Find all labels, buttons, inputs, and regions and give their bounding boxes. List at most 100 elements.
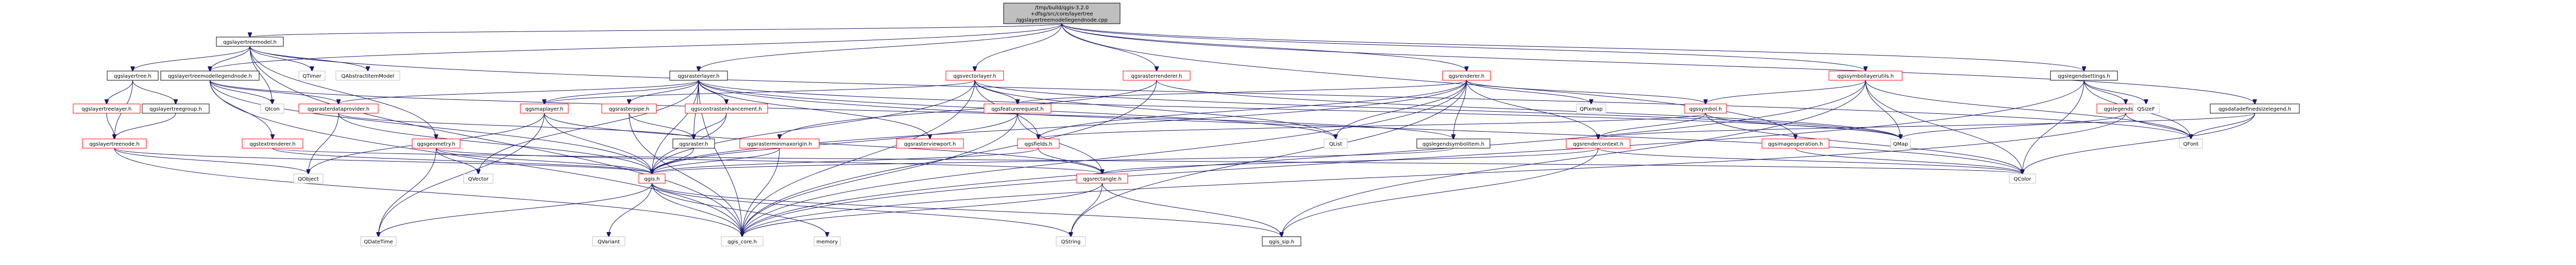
edge-qgsrasterlayer-to-qgsrasterpipe <box>629 80 699 104</box>
node-label: qgsrenderer.h <box>1449 74 1485 79</box>
edge-qgsrasterdataprovider-to-qobject <box>309 113 339 174</box>
edge-qgsvectorlayer-to-qlist <box>974 80 1336 139</box>
edge-qgsdatadefinedsizelegend-to-qfont <box>2191 113 2255 139</box>
edge-qgsrectangle-to-qstring <box>1071 183 1103 237</box>
edge-qgsdatadefinedsizelegend-to-qcolor <box>2023 113 2255 174</box>
node-qvector: QVector <box>463 173 494 184</box>
node-box <box>592 236 625 246</box>
edge-qgslayertreemodel-to-qtimer <box>249 46 312 71</box>
node-qgsgeometry[interactable]: qgsgeometry.h <box>412 138 461 149</box>
node-box <box>1262 236 1301 246</box>
edge-qgstextrenderer-to-qcolor <box>272 148 2023 174</box>
node-box <box>601 103 657 114</box>
edge-qgssymbollayerutils-to-qgis_core <box>742 80 1866 237</box>
node-label: QList <box>1329 142 1342 147</box>
node-qgslayertreegroup[interactable]: qgslayertreegroup.h <box>142 103 210 114</box>
edge-qgslayertreenode-to-qgis <box>114 148 652 174</box>
node-label: qgstextrenderer.h <box>249 142 295 147</box>
node-qgslayertree[interactable]: qgslayertree.h <box>107 70 159 81</box>
edge-qgsrectangle-to-qgis_sip <box>1102 183 1282 237</box>
node-qgsfields[interactable]: qgsfields.h <box>1017 138 1060 149</box>
node-qmap: QMap <box>1890 138 1911 149</box>
node-qgsmaplayer[interactable]: qgsmaplayer.h <box>520 103 569 114</box>
node-qicon: QIcon <box>260 103 284 114</box>
node-box <box>2210 103 2300 114</box>
node-qgis[interactable]: qgis.h <box>638 173 666 184</box>
edge-qgsfeaturerequest-to-qgis_core <box>742 113 1018 237</box>
edge-qgsrendercontext-to-qgis_sip <box>1282 148 1599 237</box>
edge-qgsfeaturerequest-to-qgsrectangle <box>1017 113 1103 174</box>
edge-qgis-to-qdatetime <box>379 183 652 237</box>
edges <box>107 23 2255 237</box>
edge-qgsgeometry-to-qvector <box>436 148 479 174</box>
edge-qgsrasterminmaxorigin-to-qgis <box>652 148 780 174</box>
node-qgsrectangle[interactable]: qgsrectangle.h <box>1076 173 1128 184</box>
node-label: qgsrasterdataprovider.h <box>308 107 369 112</box>
node-qgis-sip[interactable]: qgis_sip.h <box>1262 236 1301 246</box>
edge-root-to-qgslayertreemodel <box>250 23 1062 37</box>
edge-qgsrenderer-to-qgis <box>652 80 1467 174</box>
node-label: qgis_sip.h <box>1269 239 1295 245</box>
node-qgslayertreemodel[interactable]: qgslayertreemodel.h <box>216 37 284 47</box>
node-box <box>520 103 569 114</box>
edge-qgsrasterlayer-to-qgsrasterdataprovider <box>338 80 699 104</box>
edge-qgsvectorlayer-to-qgis_core <box>742 80 975 237</box>
node-qgslegendsymbolitem[interactable]: qgslegendsymbolitem.h <box>1416 138 1490 149</box>
node-qabstractitemmodel: QAbstractItemModel <box>335 70 400 81</box>
node-qgsrasterpipe[interactable]: qgsrasterpipe.h <box>601 103 657 114</box>
node-box <box>2132 103 2160 114</box>
node-qgscontrastenhancement[interactable]: qgscontrastenhancement.h <box>685 103 768 114</box>
node-qgstextrenderer[interactable]: qgstextrenderer.h <box>242 138 303 149</box>
edge-qgslegendsettings-to-qcolor <box>2023 80 2084 174</box>
node-qgsraster[interactable]: qgsraster.h <box>672 138 715 149</box>
node-qgsfeaturerequest[interactable]: qgsfeaturerequest.h <box>984 103 1052 114</box>
node-qgslayertreelayer[interactable]: qgslayertreelayer.h <box>73 103 141 114</box>
node-qgslegendsettings[interactable]: qgslegendsettings.h <box>2050 70 2118 81</box>
node-qgsrenderer[interactable]: qgsrenderer.h <box>1442 70 1491 81</box>
node-box <box>298 103 379 114</box>
node-box <box>1890 138 1911 149</box>
node-qgslayertreemodellegendnode[interactable]: qgslayertreemodellegendnode.h <box>160 70 260 81</box>
node-label: qgsmaplayer.h <box>526 107 564 112</box>
edge-qgslayertreemodel-to-qabstractitemmodel <box>249 46 368 71</box>
node-label: qgssymbollayerutils.h <box>1837 74 1894 79</box>
node-box <box>142 103 210 114</box>
node-qgsrasterdataprovider[interactable]: qgsrasterdataprovider.h <box>298 103 379 114</box>
edge-qgslegendsettings-to-qgis_core <box>742 80 2084 237</box>
edge-qgslayertreemodellegendnode-to-qgsrasterdataprovider <box>210 80 339 104</box>
edge-qgsrenderer-to-qgsrendercontext <box>1466 80 1599 139</box>
edge-qgsrasterlayer-to-qvector <box>479 80 699 174</box>
node-qgsrasterminmaxorigin[interactable]: qgsrasterminmaxorigin.h <box>739 138 820 149</box>
node-qgslayertreenode[interactable]: qgslayertreenode.h <box>82 138 147 149</box>
node-qgssymbol[interactable]: qgssymbol.h <box>1684 103 1727 114</box>
node-qgsrasterrenderer[interactable]: qgsrasterrenderer.h <box>1123 70 1191 81</box>
edge-qgsvectorlayer-to-qgsmaplayer <box>545 80 975 104</box>
node-box <box>814 236 841 246</box>
node-label: qgslayertreenode.h <box>89 142 140 147</box>
node-qgsrendercontext[interactable]: qgsrendercontext.h <box>1566 138 1631 149</box>
node-label: QObject <box>298 176 319 182</box>
node-box <box>896 138 964 149</box>
node-qgsrasterlayer[interactable]: qgsrasterlayer.h <box>669 70 728 81</box>
edge-root-to-qgsrenderer <box>1061 23 1467 71</box>
node-qtimer: QTimer <box>298 70 326 81</box>
edge-qgsfeaturerequest-to-qgis <box>652 113 1018 174</box>
node-qstring: QString <box>1056 236 1086 246</box>
node-qgsimageoperation[interactable]: qgsimageoperation.h <box>1761 138 1829 149</box>
edge-qgslayertreemodel-to-qicon <box>249 46 273 104</box>
edge-qgsrectangle-to-qgis_core <box>742 183 1103 237</box>
node-qgssymbollayerutils[interactable]: qgssymbollayerutils.h <box>1828 70 1903 81</box>
edge-qgsmaplayer-to-qgis <box>544 113 652 174</box>
edge-qgstextrenderer-to-qgis <box>272 148 652 174</box>
edge-qgssymbollayerutils-to-qcolor <box>1865 80 2023 174</box>
edge-qgsrasterpipe-to-qgis_core <box>629 113 742 237</box>
node-qgsvectorlayer[interactable]: qgsvectorlayer.h <box>945 70 1004 81</box>
edge-qgslegendstyle-to-qfont <box>2125 113 2191 139</box>
edge-qgslayertree-to-qgslayertreegroup <box>132 80 176 104</box>
node-label: qgsimageoperation.h <box>1768 142 1823 147</box>
edge-qgssymbol-to-qmap <box>1705 113 1901 139</box>
node-qgsrasterviewport[interactable]: qgsrasterviewport.h <box>896 138 964 149</box>
node-qgsdatadefinedsizelegend[interactable]: qgsdatadefinedsizelegend.h <box>2210 103 2300 114</box>
node-qgis-core: qgis_core.h <box>721 236 764 246</box>
edge-qgis-to-qstring <box>652 183 1071 237</box>
